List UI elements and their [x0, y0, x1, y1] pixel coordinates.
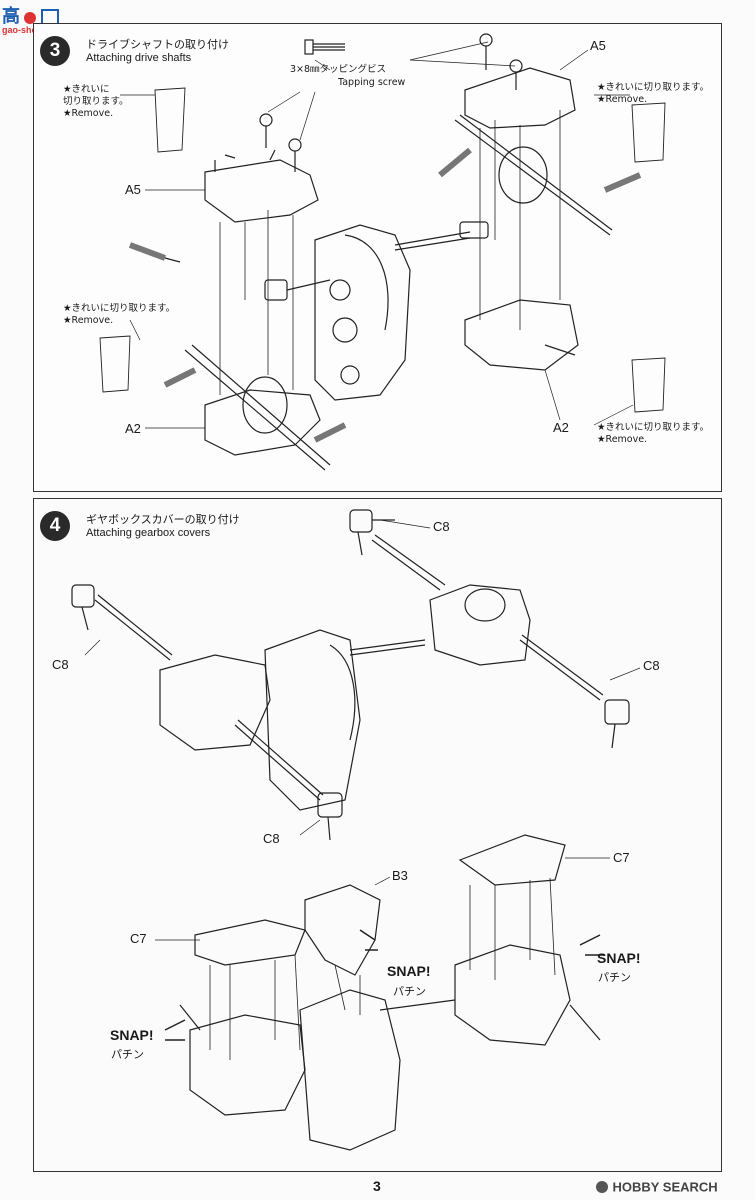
- note2-line2: ★Remove.: [63, 315, 114, 326]
- step3-label-a5-left: A5: [125, 182, 141, 197]
- brand-logo-icon: [596, 1180, 608, 1193]
- watermark-dot-icon: [24, 11, 37, 24]
- b3-cover: [304, 884, 381, 976]
- step3-note-remove-2: ★きれいに切り取ります。 ★Remove.: [63, 303, 175, 327]
- gearbox-center-lower: [299, 989, 401, 1151]
- c8-bottom-part: [317, 792, 343, 841]
- step3-screw-en: Tapping screw: [338, 77, 406, 88]
- screw-right-2: [509, 59, 523, 90]
- c8-right-part: [604, 699, 630, 749]
- gearbox-left-upper: [159, 654, 271, 751]
- step4-label-b3: B3: [392, 868, 408, 883]
- screw-right-1: [479, 33, 493, 70]
- shaft-right: [454, 114, 613, 236]
- step4-label-c7-right: C7: [613, 850, 630, 865]
- step3-note-remove-4: ★きれいに切り取ります。 ★Remove.: [597, 422, 709, 446]
- step4-title-jp: ギヤボックスカバーの取り付け: [86, 513, 240, 526]
- gearbox-center-upper: [314, 224, 411, 401]
- c8-left-part: [71, 584, 95, 631]
- gearbox-left-lower: [189, 1014, 306, 1116]
- note2-line1: ★きれいに切り取ります。: [63, 303, 176, 314]
- snap-center-en: SNAP!: [387, 963, 431, 979]
- snap-left-jp: パチン: [111, 1048, 144, 1061]
- snap-right-en: SNAP!: [597, 950, 641, 966]
- note4-line1: ★きれいに切り取ります。: [597, 422, 710, 433]
- watermark-text: 高: [2, 6, 20, 26]
- step3-note-remove-3: ★きれいに切り取ります。 ★Remove.: [597, 82, 709, 106]
- note4-line2: ★Remove.: [597, 434, 648, 445]
- step3-label-a2-left: A2: [125, 421, 141, 436]
- step4-title-en: Attaching gearbox covers: [86, 527, 211, 539]
- step3-label-a5-right: A5: [590, 38, 606, 53]
- brand-name: HOBBY SEARCH: [612, 1179, 718, 1195]
- step3-screw-jp: 3×8㎜タッピングビス: [290, 64, 387, 75]
- a2-left-case: [204, 389, 321, 456]
- step3-note-remove-1: ★きれいに 切り取ります。 ★Remove.: [63, 84, 129, 120]
- gearbox-right-upper: [429, 584, 531, 666]
- step4-label-c8-right: C8: [643, 658, 660, 673]
- snap-right-jp: パチン: [598, 971, 631, 984]
- snap-left-en: SNAP!: [110, 1027, 154, 1043]
- tapping-screw-icon: [304, 39, 345, 55]
- a2-right-case: [464, 299, 579, 371]
- c7-right-cover: [458, 834, 566, 886]
- gearbox-right-lower: [454, 944, 571, 1046]
- step4-panel: 4 ギヤボックスカバーの取り付け Attaching gearbox cover…: [33, 498, 722, 1172]
- step4-label-c8-top: C8: [433, 519, 450, 534]
- step4-label-c8-left: C8: [52, 657, 69, 672]
- step4-label-c8-bottom: C8: [263, 831, 280, 846]
- snap-center-jp: パチン: [393, 985, 426, 998]
- step4-number-badge: 4: [40, 511, 70, 541]
- step4-label-c7-left: C7: [130, 931, 147, 946]
- note1-line3: ★Remove.: [63, 108, 114, 119]
- note1-line2: 切り取ります。: [63, 96, 129, 107]
- c8-top-part: [349, 509, 395, 556]
- screw-left-2: [288, 138, 302, 172]
- gear-right: [498, 146, 548, 204]
- a5-right-cover: [464, 67, 576, 129]
- note3-line1: ★きれいに切り取ります。: [597, 82, 710, 93]
- step3-label-a2-right: A2: [553, 420, 569, 435]
- gearbox-center-step4: [264, 629, 361, 811]
- watermark-url: gao-shou.com: [2, 25, 64, 35]
- note1-line1: ★きれいに: [63, 84, 110, 95]
- step3-title-jp: ドライブシャフトの取り付け: [86, 38, 229, 51]
- step3-number-badge: 3: [40, 36, 70, 66]
- screw-left-1: [259, 113, 273, 148]
- brand-footer: HOBBY SEARCH: [596, 1178, 718, 1196]
- shaft-left: [184, 344, 331, 471]
- a5-left-cover: [204, 159, 319, 223]
- page-number: 3: [373, 1178, 381, 1194]
- note3-line2: ★Remove.: [597, 94, 648, 105]
- step3-title-en: Attaching drive shafts: [86, 52, 192, 64]
